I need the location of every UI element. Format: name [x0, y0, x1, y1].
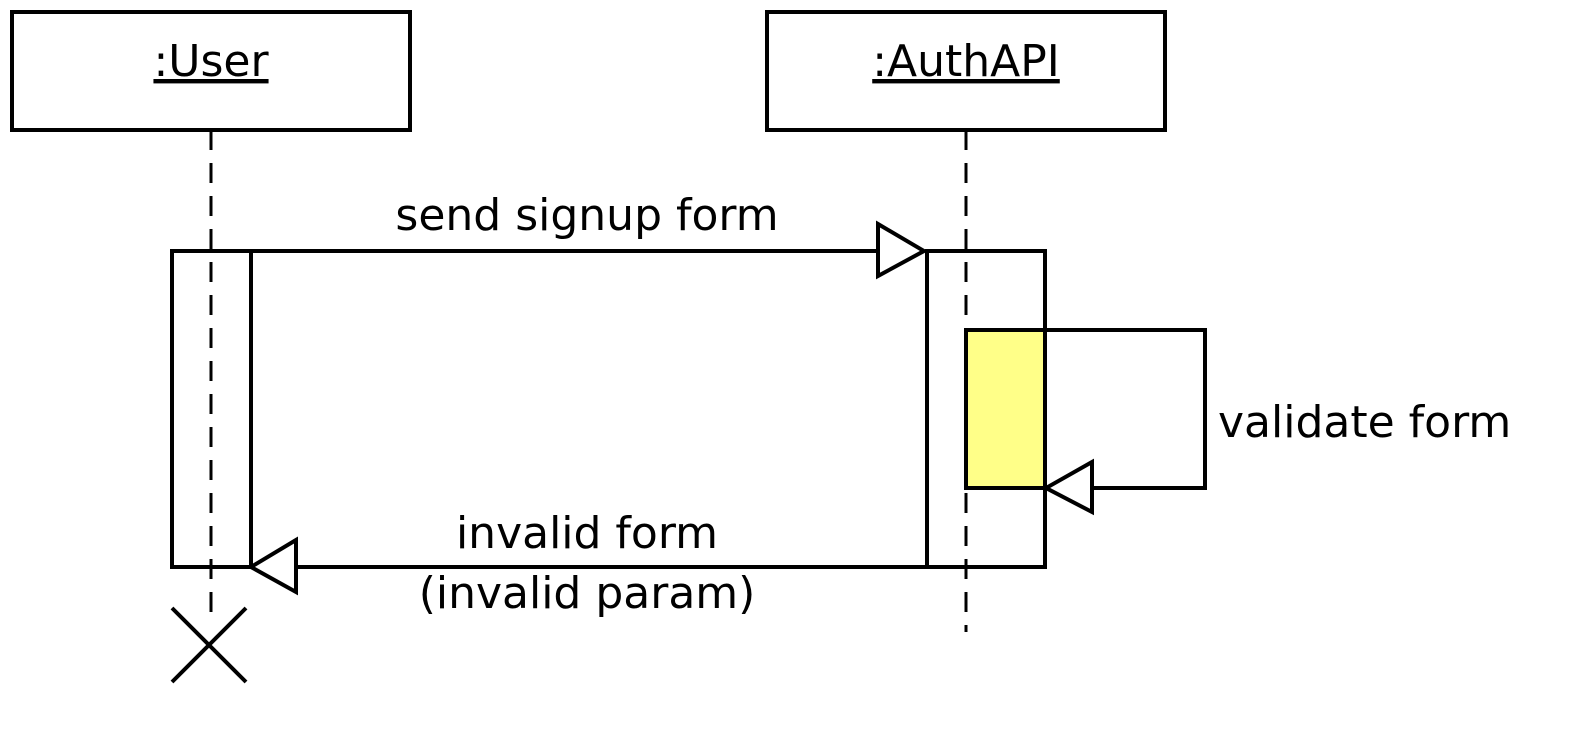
arrowhead-send-icon: [876, 220, 929, 280]
arrowhead-invalid-icon: [247, 536, 298, 596]
message-invalid-label-line1: invalid form: [456, 508, 718, 559]
destroy-x-icon: [170, 606, 248, 684]
message-invalid-label-line2: (invalid param): [419, 568, 756, 619]
arrowhead-validate-icon: [1041, 458, 1094, 516]
participant-user-label: :User: [153, 36, 269, 87]
participant-user[interactable]: :User: [10, 10, 412, 132]
participant-authapi-label: :AuthAPI: [872, 36, 1060, 87]
message-validate-form[interactable]: validate form: [1041, 328, 1511, 516]
participant-user-box: [10, 10, 412, 132]
participant-authapi[interactable]: :AuthAPI: [765, 10, 1167, 132]
message-validate-line: [1045, 328, 1207, 490]
activation-bar-validate: [964, 328, 1047, 490]
message-invalid-form[interactable]: invalid form (invalid param): [247, 508, 927, 619]
participant-authapi-box: [765, 10, 1167, 132]
message-validate-label: validate form: [1218, 397, 1511, 448]
message-send-label: send signup form: [395, 190, 778, 241]
message-send-signup-form[interactable]: send signup form: [251, 190, 929, 280]
